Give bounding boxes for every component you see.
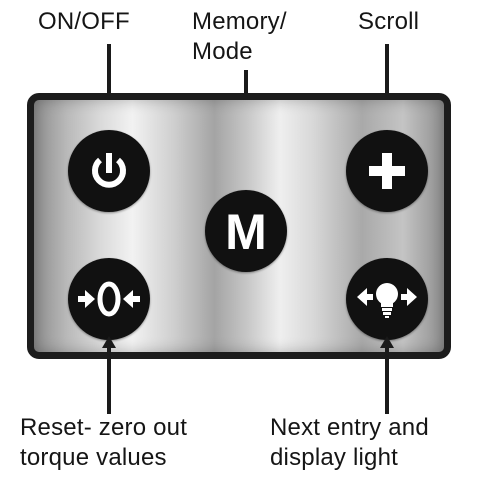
reset-zero-button[interactable]	[68, 258, 150, 340]
memory-mode-label-line2: Mode	[192, 38, 253, 65]
next-entry-light-button[interactable]	[346, 258, 428, 340]
reset-label-line1: Reset- zero out	[20, 414, 188, 441]
plus-icon	[369, 153, 405, 189]
on-off-label-text: ON/OFF	[38, 8, 130, 35]
next-entry-label-line2: display light	[270, 444, 399, 471]
memory-mode-button[interactable]: M	[205, 190, 287, 272]
lightbulb-arrows-icon	[357, 283, 417, 318]
next-entry-label-line1: Next entry and	[270, 414, 429, 441]
reset-connector-arrow	[102, 336, 116, 348]
memory-mode-label: Memory/ Mode	[192, 7, 287, 67]
on-off-label: ON/OFF	[38, 7, 130, 37]
power-button[interactable]	[68, 130, 150, 212]
reset-label-line2: torque values	[20, 444, 167, 471]
reset-label: Reset- zero out torque values	[20, 413, 187, 473]
reset-connector-line	[107, 342, 111, 414]
next-entry-connector-line	[385, 342, 389, 414]
scroll-connector-line	[385, 44, 389, 136]
on-off-connector-line	[107, 44, 111, 136]
memory-mode-label-line1: Memory/	[192, 8, 287, 35]
m-letter-icon: M	[225, 204, 267, 260]
next-entry-connector-arrow	[380, 336, 394, 348]
scroll-label: Scroll	[358, 7, 419, 37]
scroll-plus-button[interactable]	[346, 130, 428, 212]
next-entry-label: Next entry and display light	[270, 413, 429, 473]
power-icon	[92, 153, 126, 188]
zero-reset-icon	[78, 281, 140, 317]
scroll-label-text: Scroll	[358, 8, 420, 35]
